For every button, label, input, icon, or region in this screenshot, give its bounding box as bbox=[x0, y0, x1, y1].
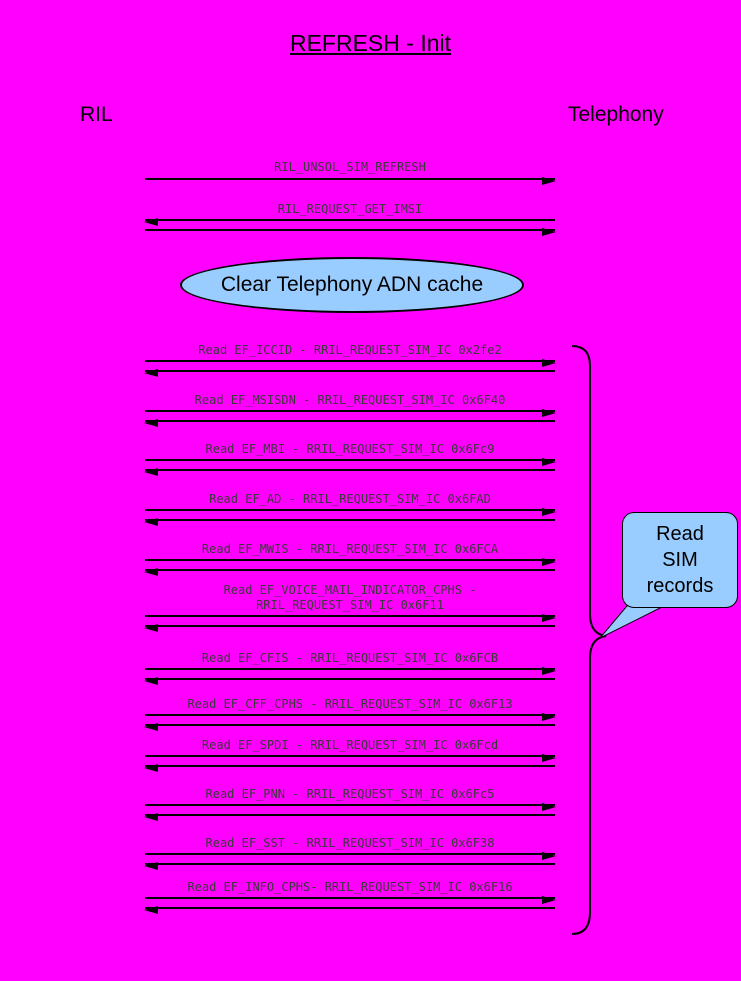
message-arrow-left bbox=[144, 677, 555, 685]
message-arrow-right bbox=[145, 508, 556, 516]
arrowhead-left bbox=[144, 764, 158, 772]
message-arrow-right bbox=[145, 754, 556, 762]
participant-ril: RIL bbox=[80, 103, 113, 126]
message-arrow-left bbox=[144, 419, 555, 427]
arrowhead-right bbox=[542, 558, 556, 566]
message-arrow-left bbox=[144, 624, 555, 632]
message-label: Read EF_VOICE_MAIL_INDICATOR_CPHS - RRIL… bbox=[223, 583, 477, 612]
callout-text: Read SIM records bbox=[646, 523, 714, 597]
message-arrow-right bbox=[145, 614, 556, 622]
message-arrow-right bbox=[145, 667, 556, 675]
arrowhead-left bbox=[144, 419, 158, 427]
arrowhead-left bbox=[144, 568, 158, 576]
participant-telephony: Telephony bbox=[568, 103, 664, 126]
arrowhead-left bbox=[144, 518, 158, 526]
message-arrow-right bbox=[145, 713, 556, 721]
arrowhead-right bbox=[542, 713, 556, 721]
message-arrow-right bbox=[145, 228, 556, 236]
message-arrow-left bbox=[144, 218, 555, 226]
arrowhead-right bbox=[542, 228, 556, 236]
arrowhead-left bbox=[144, 218, 158, 226]
message-label: Read EF_ICCID - RRIL_REQUEST_SIM_IC 0x2f… bbox=[198, 343, 502, 357]
message-label: Read EF_SST - RRIL_REQUEST_SIM_IC 0x6F38 bbox=[205, 836, 495, 850]
message-arrow-right bbox=[145, 558, 556, 566]
arrowhead-left bbox=[144, 723, 158, 731]
message-arrow-right bbox=[145, 359, 556, 367]
arrowhead-right bbox=[542, 803, 556, 811]
arrowhead-left bbox=[144, 468, 158, 476]
arrowhead-right bbox=[542, 359, 556, 367]
arrowhead-right bbox=[542, 754, 556, 762]
message-label: Read EF_INFO_CPHS- RRIL_REQUEST_SIM_IC 0… bbox=[187, 880, 513, 894]
message-arrow-left bbox=[144, 369, 555, 377]
message-label: RIL_UNSOL_SIM_REFRESH bbox=[274, 160, 426, 174]
arrowhead-right bbox=[542, 896, 556, 904]
arrowhead-left bbox=[144, 813, 158, 821]
arrowhead-left bbox=[144, 906, 158, 914]
message-arrow-left bbox=[144, 518, 555, 526]
message-arrow-left bbox=[144, 862, 555, 870]
message-arrow-right bbox=[145, 896, 556, 904]
message-arrow-left bbox=[144, 568, 555, 576]
message-arrow-left bbox=[144, 764, 555, 772]
arrowhead-right bbox=[542, 409, 556, 417]
arrowhead-left bbox=[144, 862, 158, 870]
arrowhead-right bbox=[542, 667, 556, 675]
note-ellipse: Clear Telephony ADN cache bbox=[180, 257, 524, 313]
grouping-brace bbox=[571, 345, 607, 935]
message-label: RIL_REQUEST_GET_IMSI bbox=[277, 202, 423, 216]
message-label: Read EF_SPDI - RRIL_REQUEST_SIM_IC 0x6Fc… bbox=[201, 738, 499, 752]
message-label: Read EF_CFF_CPHS - RRIL_REQUEST_SIM_IC 0… bbox=[187, 697, 513, 711]
message-label: Read EF_MWIS - RRIL_REQUEST_SIM_IC 0x6FC… bbox=[201, 542, 499, 556]
message-arrow-right bbox=[145, 177, 556, 185]
arrowhead-right bbox=[542, 614, 556, 622]
message-arrow-left bbox=[144, 468, 555, 476]
arrowhead-left bbox=[144, 369, 158, 377]
message-arrow-left bbox=[144, 813, 555, 821]
arrowhead-right bbox=[542, 508, 556, 516]
arrowhead-right bbox=[542, 458, 556, 466]
message-label: Read EF_MBI - RRIL_REQUEST_SIM_IC 0x6Fc9 bbox=[205, 442, 495, 456]
message-arrow-right bbox=[145, 409, 556, 417]
arrowhead-right bbox=[542, 852, 556, 860]
arrowhead-right bbox=[542, 177, 556, 185]
message-label: Read EF_PNN - RRIL_REQUEST_SIM_IC 0x6Fc5 bbox=[205, 787, 495, 801]
message-arrow-left bbox=[144, 906, 555, 914]
message-arrow-left bbox=[144, 723, 555, 731]
page-title: REFRESH - Init bbox=[289, 30, 452, 56]
arrowhead-left bbox=[144, 624, 158, 632]
note-ellipse-text: Clear Telephony ADN cache bbox=[220, 273, 484, 296]
arrowhead-left bbox=[144, 677, 158, 685]
message-arrow-right bbox=[145, 852, 556, 860]
message-label: Read EF_CFIS - RRIL_REQUEST_SIM_IC 0x6FC… bbox=[201, 651, 499, 665]
message-arrow-right bbox=[145, 803, 556, 811]
callout-bubble: Read SIM records bbox=[622, 512, 738, 608]
message-label: Read EF_MSISDN - RRIL_REQUEST_SIM_IC 0x6… bbox=[194, 393, 506, 407]
message-label: Read EF_AD - RRIL_REQUEST_SIM_IC 0x6FAD bbox=[209, 492, 491, 506]
message-arrow-right bbox=[145, 458, 556, 466]
